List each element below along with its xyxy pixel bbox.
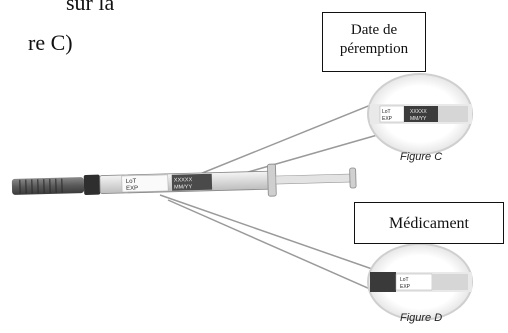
magnifier-figure-d: LoT EXP	[368, 244, 472, 320]
magnifier-figure-c: LoT EXP XXXXX MM/YY	[368, 74, 472, 154]
callout-drug: Médicament	[354, 202, 504, 244]
callout-expiry-line2: péremption	[323, 40, 425, 59]
svg-text:LoT: LoT	[382, 109, 391, 115]
syringe: LoT EXP XXXXX MM/YY	[12, 162, 357, 203]
figure-c-label: Figure C	[400, 151, 442, 163]
syringe-lot-value: XXXXX	[174, 177, 193, 183]
pointer-line-c-top	[185, 98, 388, 180]
pointer-line-d-top	[160, 195, 375, 270]
svg-text:LoT: LoT	[400, 277, 409, 283]
syringe-lot-label: LoT	[126, 179, 137, 185]
syringe-exp-value: MM/YY	[174, 184, 193, 190]
callout-expiry-line1: Date de	[323, 21, 425, 40]
syringe-exp-label: EXP	[126, 186, 138, 192]
svg-text:MM/YY: MM/YY	[410, 116, 427, 122]
svg-text:EXP: EXP	[400, 284, 411, 290]
svg-text:EXP: EXP	[382, 116, 393, 122]
callout-expiry-date: Date de péremption	[322, 12, 426, 72]
svg-text:XXXXX: XXXXX	[410, 109, 427, 115]
figure-d-label: Figure D	[400, 312, 442, 324]
